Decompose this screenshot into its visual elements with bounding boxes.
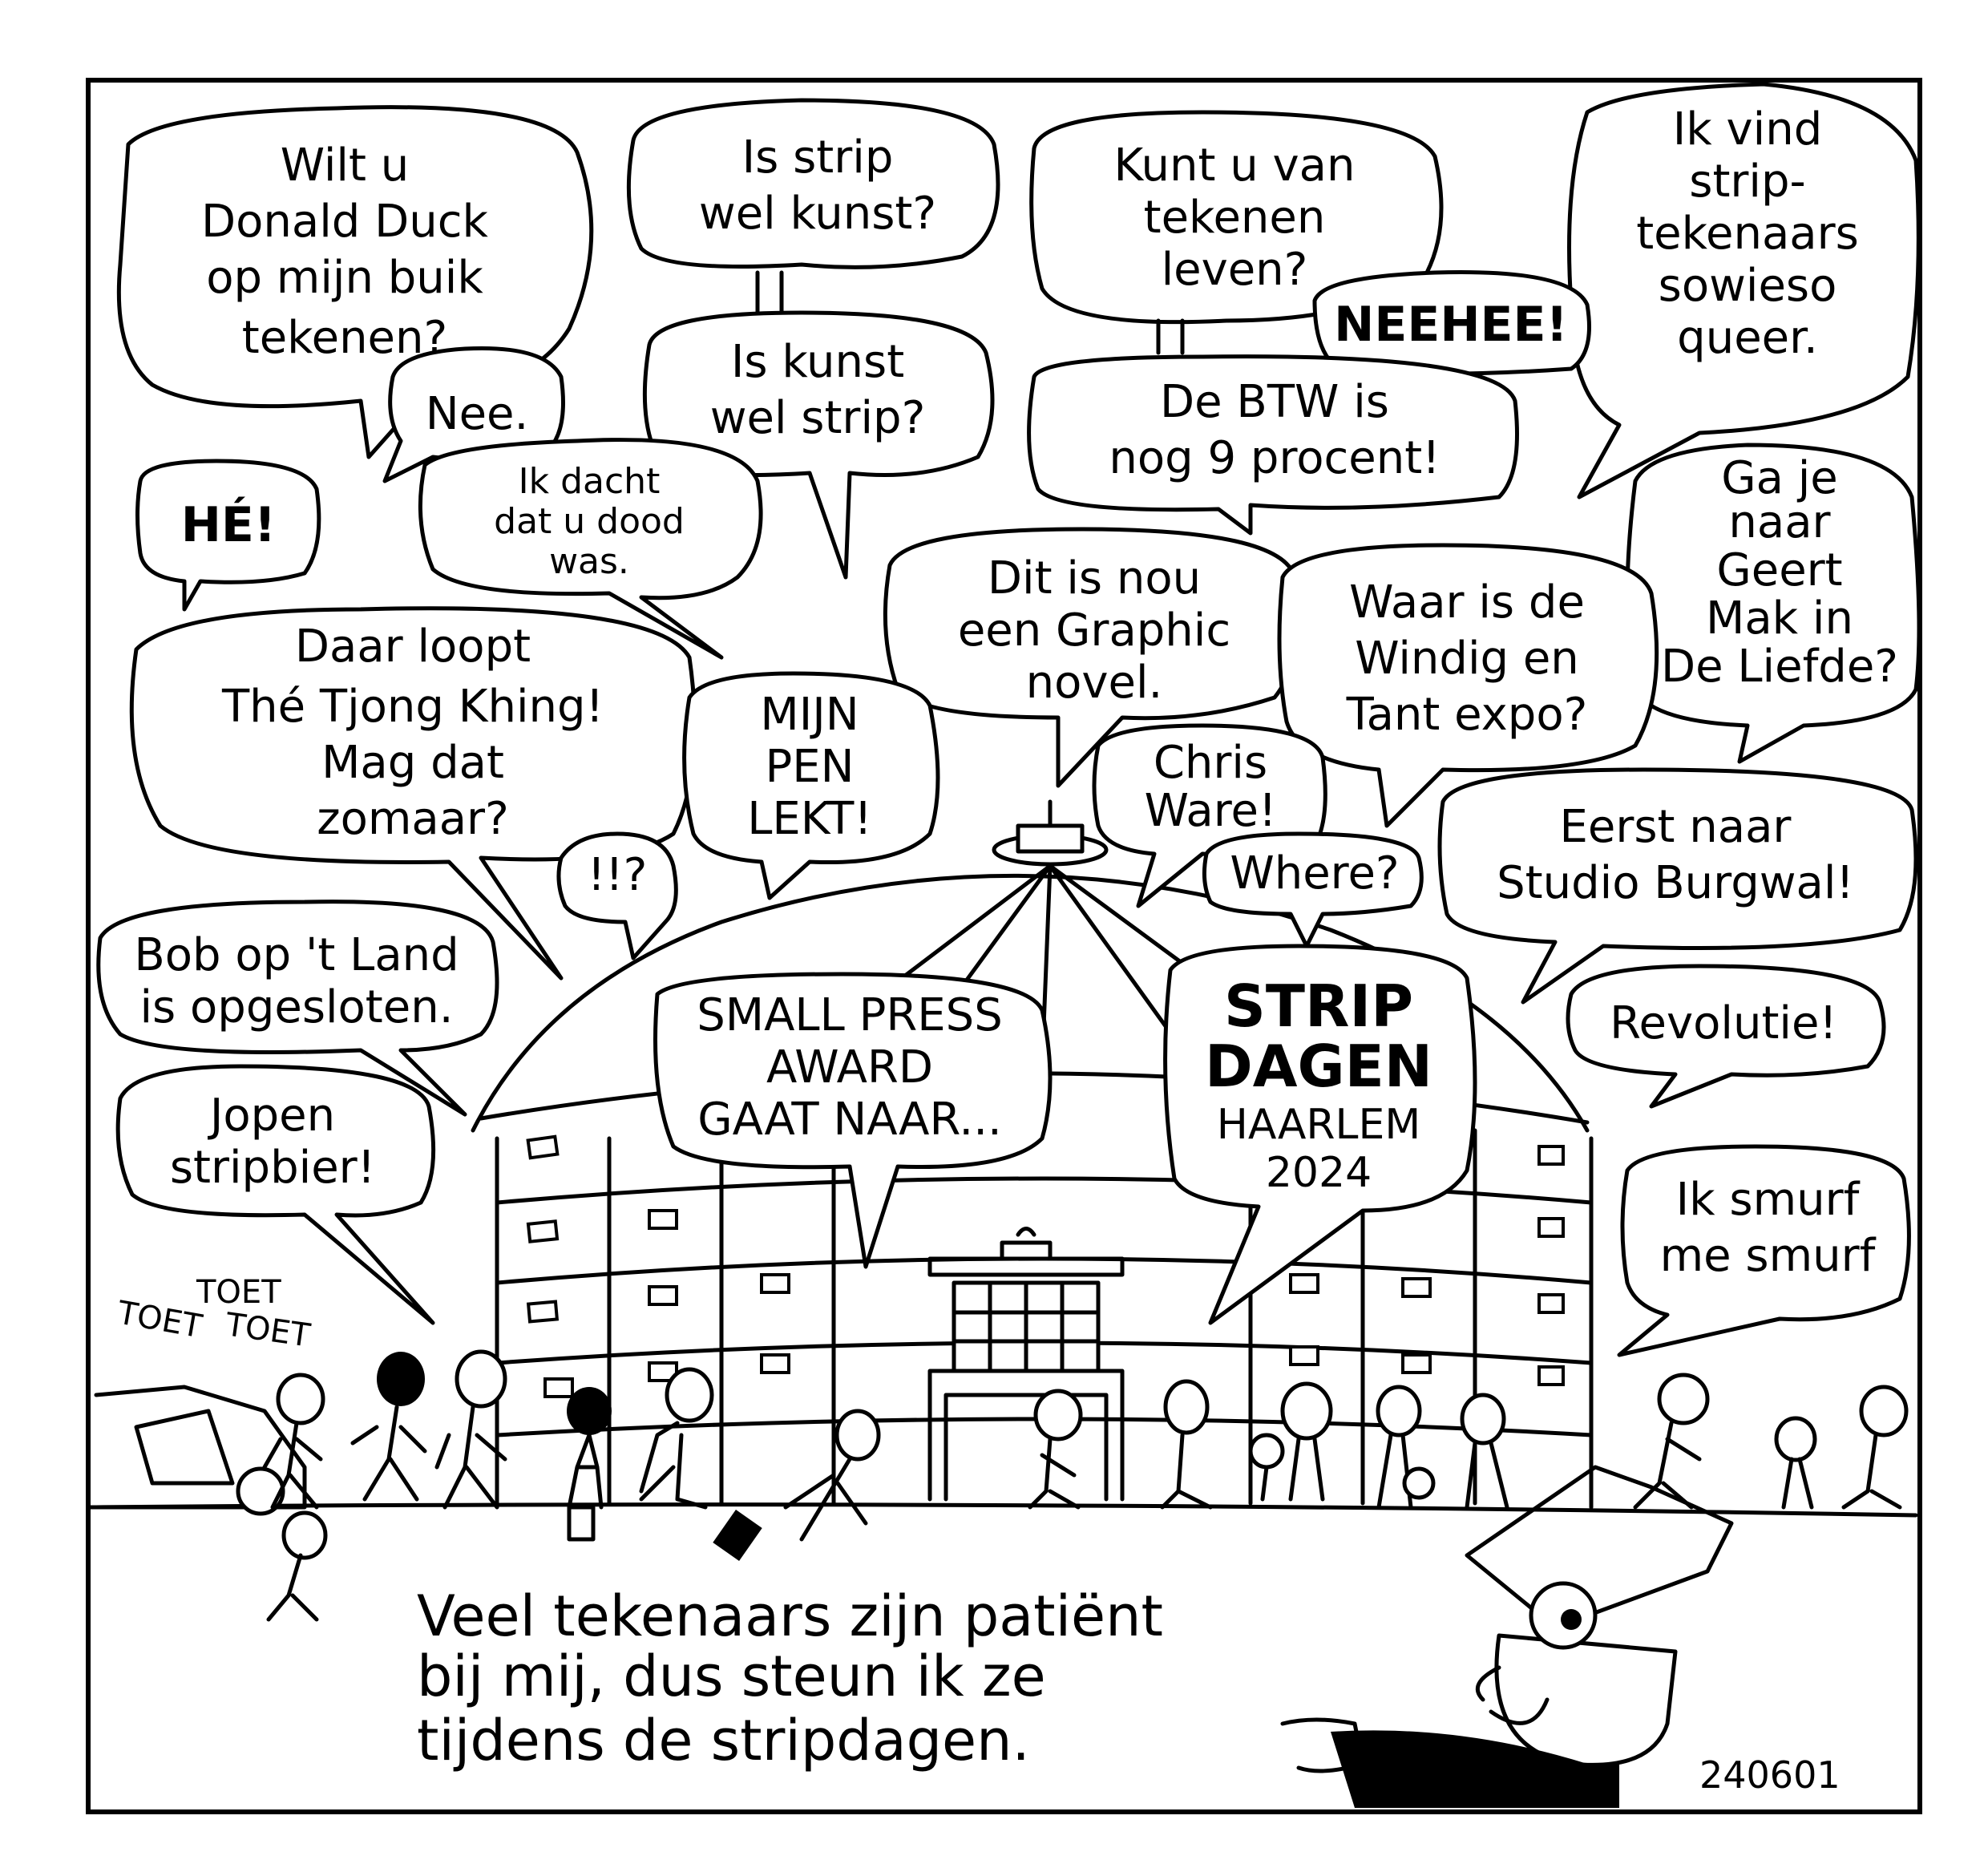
stripdagen-line-2: DAGEN	[1205, 1033, 1432, 1100]
donald-line-2: Donald Duck	[201, 196, 489, 248]
smurf-line-2: me smurf	[1660, 1230, 1877, 1282]
kunst-strip-line-1: Is kunst	[731, 336, 904, 388]
doctor-character	[1280, 1465, 1734, 1808]
balloon-jopen: Jopen stripbier!	[115, 1064, 436, 1325]
windig-line-2: Windig en	[1355, 633, 1579, 685]
caption-line-2: bij mij, dus steun ik ze	[417, 1644, 1046, 1709]
balloon-ik-vind: Ik vind strip- tekenaars sowieso queer.	[1567, 82, 1921, 499]
balloon-smurf: Ik smurf me smurf	[1617, 1144, 1911, 1357]
stripdagen-line-1: STRIP	[1224, 972, 1413, 1040]
bob-line-2: is opgesloten.	[139, 981, 453, 1033]
balloon-the-tjong: Daar loopt Thé Tjong Khing! Mag dat zoma…	[129, 606, 697, 981]
donald-line-4: tekenen?	[242, 312, 447, 364]
balloon-windig: Waar is de Windig en Tant expo?	[1277, 543, 1659, 828]
balloon-small-press: SMALL PRESS AWARD GAAT NAAR...	[653, 972, 1053, 1269]
neehee-text: NEEHEE!	[1334, 297, 1568, 353]
he-text: HÉ!	[181, 495, 277, 553]
dood-line-1: Ik dacht	[519, 461, 661, 502]
ik-vind-line-2: strip-	[1689, 156, 1805, 208]
balloon-btw: De BTW is nog 9 procent!	[1027, 354, 1519, 536]
btw-line-2: nog 9 procent!	[1109, 432, 1440, 484]
caption-line-3: tijdens de stripdagen.	[417, 1708, 1030, 1773]
pen-line-1: MIJN	[760, 689, 859, 741]
caption: Veel tekenaars zijn patiënt bij mij, dus…	[417, 1583, 1163, 1773]
geert-mak-line-4: Mak in	[1706, 592, 1853, 645]
the-tjong-line-3: Mag dat	[321, 737, 504, 789]
graphic-novel-line-1: Dit is nou	[988, 552, 1201, 604]
geert-mak-line-2: naar	[1728, 496, 1831, 548]
chris-ware-line-1: Chris	[1154, 737, 1267, 789]
stripdagen-line-3: HAARLEM	[1217, 1101, 1421, 1149]
geert-mak-line-3: Geert	[1716, 544, 1842, 596]
btw-line-1: De BTW is	[1160, 376, 1389, 428]
donald-line-3: op mijn buik	[206, 252, 483, 304]
graphic-novel-line-2: een Graphic	[958, 604, 1230, 657]
balloon-where: Where?	[1202, 831, 1424, 948]
kunt-u-line-2: tekenen	[1144, 192, 1326, 244]
balloon-kunt-u: Kunt u van tekenen leven?	[1029, 110, 1444, 325]
ik-vind-line-4: sowieso	[1659, 260, 1837, 312]
chris-ware-line-2: Ware!	[1145, 785, 1277, 837]
strip-kunst-line-1: Is strip	[742, 131, 894, 184]
the-tjong-line-4: zomaar?	[317, 793, 509, 845]
balloon-graphic-novel: Dit is nou een Graphic novel.	[883, 527, 1300, 788]
ik-vind-line-3: tekenaars	[1636, 208, 1859, 260]
geert-mak-line-5: De Liefde?	[1661, 641, 1898, 693]
balloon-connector-2	[1156, 318, 1185, 355]
kunst-strip-line-2: wel strip?	[710, 392, 926, 444]
jopen-line-1: Jopen	[208, 1090, 335, 1142]
caption-line-1: Veel tekenaars zijn patiënt	[417, 1583, 1163, 1649]
jopen-line-2: stripbier!	[170, 1142, 375, 1194]
kunt-u-line-1: Kunt u van	[1114, 139, 1356, 192]
balloon-connector	[755, 270, 784, 319]
the-tjong-line-1: Daar loopt	[295, 621, 531, 673]
balloon-strip-kunst: Is strip wel kunst?	[626, 98, 1000, 269]
balloon-dood: Ik dacht dat u dood was.	[418, 438, 763, 660]
stripdagen-line-4: 2024	[1266, 1149, 1372, 1197]
kunt-u-line-3: leven?	[1162, 244, 1308, 296]
balloon-pen: MIJN PEN LEKT!	[682, 671, 940, 900]
pen-line-3: LEKT!	[747, 793, 872, 845]
toet-2: TOET	[196, 1274, 281, 1311]
smurf-line-1: Ik smurf	[1676, 1174, 1861, 1226]
the-tjong-line-2: Thé Tjong Khing!	[221, 681, 604, 733]
geert-mak-line-1: Ga je	[1721, 452, 1838, 504]
crowd-figures	[94, 1349, 1909, 1622]
dood-line-2: dat u dood	[494, 501, 685, 542]
ik-vind-line-5: queer.	[1677, 312, 1818, 364]
balloon-exclaim: !!?	[556, 831, 678, 960]
where-text: Where?	[1230, 847, 1399, 900]
bob-line-1: Bob op 't Land	[134, 929, 459, 981]
exclaim-text: !!?	[588, 849, 648, 901]
nee-text: Nee.	[426, 388, 529, 440]
balloon-kunst-strip: Is kunst wel strip?	[642, 310, 995, 580]
strip-kunst-line-2: wel kunst?	[699, 188, 936, 240]
studio-burgwal-line-1: Eerst naar	[1560, 801, 1792, 853]
balloon-stripdagen: STRIP DAGEN HAARLEM 2024	[1163, 944, 1477, 1325]
balloon-revolutie: Revolutie!	[1566, 964, 1886, 1109]
balloon-bob: Bob op 't Land is opgesloten.	[96, 900, 499, 1117]
ik-vind-line-1: Ik vind	[1673, 103, 1822, 156]
signature: 240601	[1699, 1753, 1841, 1797]
studio-burgwal-line-2: Studio Burgwal!	[1497, 857, 1854, 909]
small-press-line-2: AWARD	[766, 1041, 933, 1094]
revolutie-text: Revolutie!	[1610, 997, 1837, 1049]
balloon-neehee: NEEHEE!	[1312, 270, 1591, 377]
windig-line-1: Waar is de	[1349, 576, 1585, 629]
balloon-geert-mak: Ga je naar Geert Mak in De Liefde?	[1625, 443, 1921, 764]
balloon-studio-burgwal: Eerst naar Studio Burgwal!	[1437, 767, 1918, 1005]
graphic-novel-line-3: novel.	[1026, 657, 1163, 709]
small-press-line-3: GAAT NAAR...	[697, 1094, 1002, 1146]
pen-line-2: PEN	[765, 741, 854, 793]
balloon-chris-ware: Chris Ware!	[1092, 723, 1327, 908]
balloon-he: HÉ!	[135, 459, 321, 612]
small-press-line-1: SMALL PRESS	[697, 989, 1003, 1041]
windig-line-3: Tant expo?	[1346, 689, 1588, 741]
dood-line-3: was.	[549, 541, 629, 582]
donald-line-1: Wilt u	[281, 139, 410, 192]
